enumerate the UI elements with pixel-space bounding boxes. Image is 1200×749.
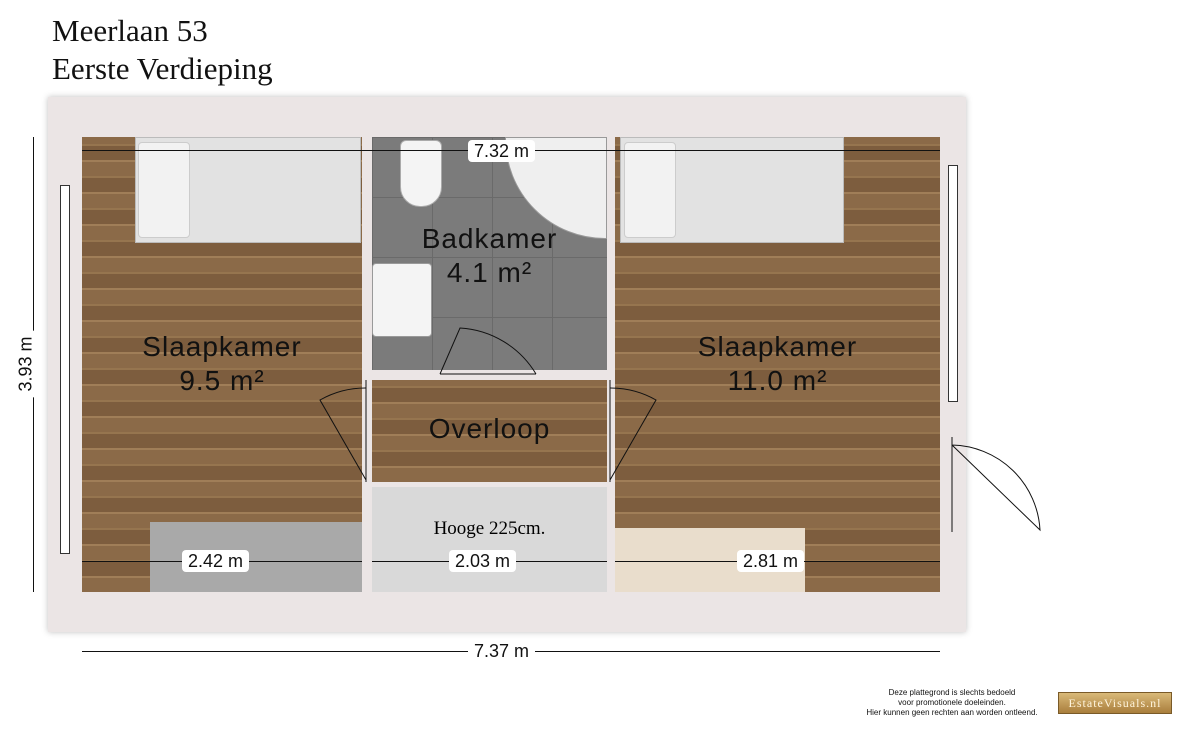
disclaimer-line: Deze plattegrond is slechts bedoeld xyxy=(888,688,1016,697)
disclaimer: Deze plattegrond is slechts bedoeld voor… xyxy=(842,688,1062,718)
room-landing: Overloop xyxy=(372,412,607,446)
address-title: Meerlaan 53 xyxy=(52,13,208,48)
dim-left: 3.93 m xyxy=(14,330,37,398)
dim-room-left: 2.42 m xyxy=(182,550,250,572)
disclaimer-line: Hier kunnen geen rechten aan worden ontl… xyxy=(866,708,1038,717)
room-name: Badkamer xyxy=(421,223,558,254)
window-left xyxy=(60,185,70,554)
room-area: 11.0 m² xyxy=(727,365,828,396)
room-area: 9.5 m² xyxy=(179,365,265,396)
disclaimer-line: voor promotionele doeleinden. xyxy=(898,698,1006,707)
dim-bottom: 7.37 m xyxy=(468,640,536,662)
door-right-bedroom xyxy=(609,380,657,482)
room-name: Slaapkamer xyxy=(142,331,302,362)
landing-floor xyxy=(372,380,607,482)
pillow-right xyxy=(624,142,676,238)
sink xyxy=(372,263,432,337)
floor-title: Eerste Verdieping xyxy=(52,51,273,86)
window-right xyxy=(948,165,958,402)
dim-room-right: 2.81 m xyxy=(737,550,805,572)
room-name: Slaapkamer xyxy=(697,331,858,362)
stairs-note: Hooge 225cm. xyxy=(433,518,546,539)
pillow-left xyxy=(138,142,190,238)
door-left xyxy=(319,380,367,482)
logo: EstateVisuals.nl xyxy=(1058,692,1172,714)
stairs xyxy=(372,487,607,592)
toilet xyxy=(400,140,442,207)
door-bathroom xyxy=(439,327,537,375)
dim-top: 7.32 m xyxy=(468,140,536,162)
room-name: Overloop xyxy=(428,413,551,444)
dim-room-mid: 2.03 m xyxy=(449,550,517,572)
room-area: 4.1 m² xyxy=(446,257,533,288)
door-exterior xyxy=(951,437,1041,532)
